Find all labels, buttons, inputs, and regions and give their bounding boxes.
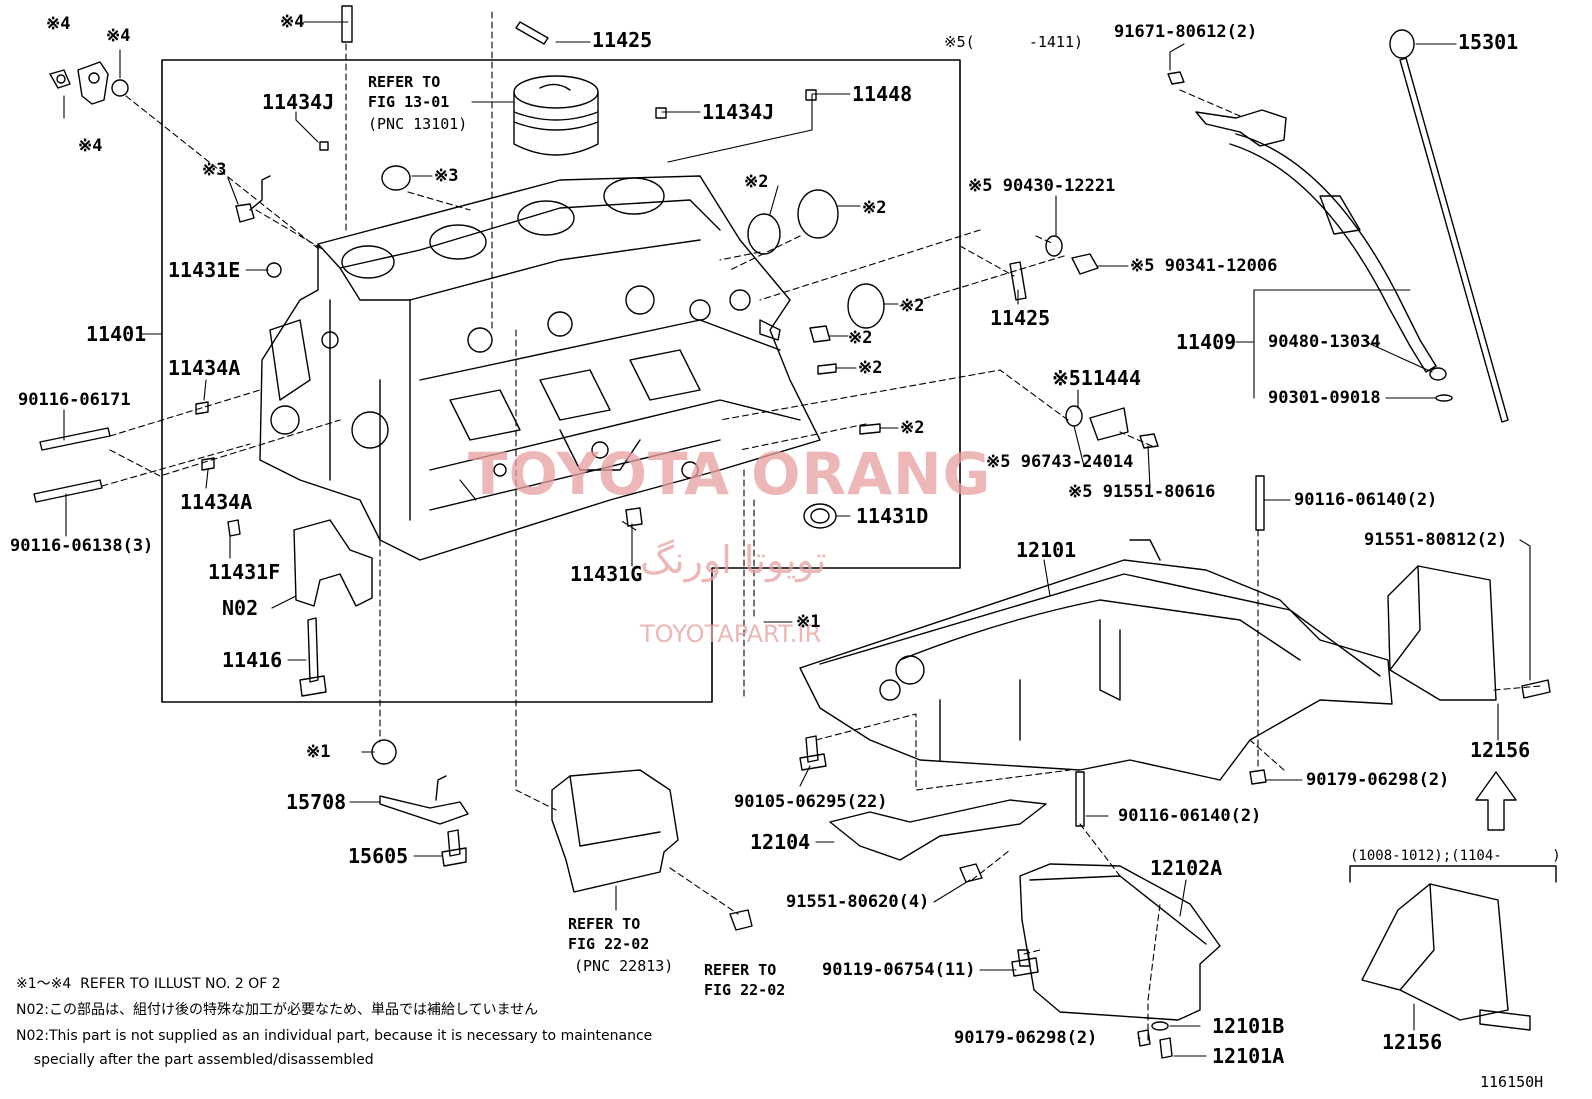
part-number-11425[interactable]: 11425	[990, 306, 1051, 330]
part-number-90116-06138[interactable]: 90116-06138(3)	[10, 536, 154, 556]
part-number-11416[interactable]: 11416	[222, 648, 283, 672]
part-number-90116-06140[interactable]: 90116-06140(2)	[1294, 490, 1438, 510]
lower-pan-drawing	[1019, 863, 1221, 1021]
note-n02-japanese: N02:この部品は、組付け後の特殊な加工が必要なため、単品では補給していません	[16, 1002, 539, 1018]
part-number-90105-06295[interactable]: 90105-06295(22)	[734, 792, 888, 812]
sensor-3-drawing	[235, 175, 271, 223]
part-number-11434A[interactable]: 11434A	[168, 356, 241, 380]
callout-s4: ※4	[46, 14, 71, 34]
callout-s2: ※2	[848, 328, 873, 348]
callout-s2: ※2	[858, 358, 883, 378]
range-note-12156: (1008-1012);(1104- )	[1350, 848, 1561, 864]
part-number-11425[interactable]: 11425	[592, 28, 653, 52]
refer-fig-22-02[interactable]: FIG 22-02	[568, 935, 650, 953]
part-number-90116-06140[interactable]: 90116-06140(2)	[1118, 806, 1262, 826]
part-number-90179-06298[interactable]: 90179-06298(2)	[1306, 770, 1450, 790]
block-group-frame	[161, 59, 961, 703]
part-number-12156[interactable]: 12156	[1382, 1030, 1443, 1054]
dipstick-guide-drawing	[1167, 71, 1453, 402]
part-number-11448[interactable]: 11448	[852, 82, 913, 106]
callout-s4: ※4	[280, 12, 305, 32]
callout-s2: ※2	[900, 296, 925, 316]
callout-s3: ※3	[434, 166, 459, 186]
bearing-cap-drawing	[293, 519, 373, 607]
part-number-91551-80812[interactable]: 91551-80812(2)	[1364, 530, 1508, 550]
callout-s1: ※1	[796, 612, 821, 632]
part-number-11431G[interactable]: 11431G	[570, 562, 643, 586]
top-left-bracket-drawing	[49, 61, 129, 105]
part-number-11431E[interactable]: 11431E	[168, 258, 241, 282]
part-number-12101[interactable]: 12101	[1016, 538, 1077, 562]
refer-fig-22-02[interactable]: REFER TO	[704, 961, 777, 979]
part-number-12104[interactable]: 12104	[750, 830, 811, 854]
refer-fig-22-02[interactable]: (PNC 22813)	[574, 957, 674, 975]
dipstick-drawing	[1389, 29, 1509, 423]
refer-fig-13-01[interactable]: (PNC 13101)	[368, 115, 468, 133]
engine-block-drawing	[259, 175, 821, 561]
part-number-91671-80612[interactable]: 91671-80612(2)	[1114, 22, 1258, 42]
part-number-11431D[interactable]: 11431D	[856, 504, 929, 528]
part-number-11409[interactable]: 11409	[1176, 330, 1237, 354]
callout-s2: ※2	[900, 418, 925, 438]
part-number-15605[interactable]: 15605	[348, 844, 409, 868]
part-number-11434J[interactable]: 11434J	[262, 90, 335, 114]
callout-s1: ※1	[306, 742, 331, 762]
part-number-90116-06171[interactable]: 90116-06171	[18, 390, 131, 410]
part-number-90480-13034[interactable]: 90480-13034	[1268, 332, 1381, 352]
part-number-12156[interactable]: 12156	[1470, 738, 1531, 762]
refer-fig-13-01[interactable]: REFER TO	[368, 73, 441, 91]
plug-3-drawing	[381, 165, 411, 191]
note-n02-english: N02:This part is not supplied as an indi…	[16, 1028, 653, 1044]
piston-drawing	[513, 75, 599, 156]
part-number-90179-06298[interactable]: 90179-06298(2)	[954, 1028, 1098, 1048]
part-number-90119-06754[interactable]: 90119-06754(11)	[822, 960, 976, 980]
part-number-91551-80620[interactable]: 91551-80620(4)	[786, 892, 930, 912]
part-number-90301-09018[interactable]: 90301-09018	[1268, 388, 1381, 408]
note-n02-english-cont: specially after the part assembled/disas…	[16, 1052, 374, 1068]
part-number-11444[interactable]: ※511444	[1052, 366, 1142, 390]
part-number-91551-80616[interactable]: ※5 91551-80616	[1068, 482, 1216, 502]
part-number-11434A[interactable]: 11434A	[180, 490, 253, 514]
part-number-12102A[interactable]: 12102A	[1150, 856, 1223, 880]
callout-s2: ※2	[744, 172, 769, 192]
callout-s2: ※2	[862, 198, 887, 218]
part-number-11431F[interactable]: 11431F	[208, 560, 281, 584]
part-number-90430-12221[interactable]: ※5 90430-12221	[968, 176, 1116, 196]
callout-s4: ※4	[106, 26, 131, 46]
part-number-96743-24014[interactable]: ※5 96743-24014	[986, 452, 1134, 472]
up-arrow	[1475, 771, 1517, 831]
part-number-12101B[interactable]: 12101B	[1212, 1014, 1285, 1038]
range-note-s5: ※5( -1411)	[944, 33, 1083, 51]
part-number-15301[interactable]: 15301	[1458, 30, 1519, 54]
part-number-12101A[interactable]: 12101A	[1212, 1044, 1285, 1068]
part-number-15708[interactable]: 15708	[286, 790, 347, 814]
part-number-11401[interactable]: 11401	[86, 322, 147, 346]
part-number-N02[interactable]: N02	[222, 596, 259, 620]
refer-fig-22-02[interactable]: FIG 22-02	[704, 981, 786, 999]
callout-s3: ※3	[202, 160, 227, 180]
part-number-11434J[interactable]: 11434J	[702, 100, 775, 124]
note-refer-illust: ※1～※4 REFER TO ILLUST NO. 2 OF 2	[16, 976, 281, 992]
illustration-id: 116150H	[1480, 1073, 1544, 1091]
baffle-12156-drawing	[1387, 565, 1497, 701]
refer-fig-22-02[interactable]: REFER TO	[568, 915, 641, 933]
refer-fig-13-01[interactable]: FIG 13-01	[368, 93, 450, 111]
oil-pan-drawing	[799, 539, 1393, 781]
part-number-90341-12006[interactable]: ※5 90341-12006	[1130, 256, 1278, 276]
callout-s4: ※4	[78, 136, 103, 156]
